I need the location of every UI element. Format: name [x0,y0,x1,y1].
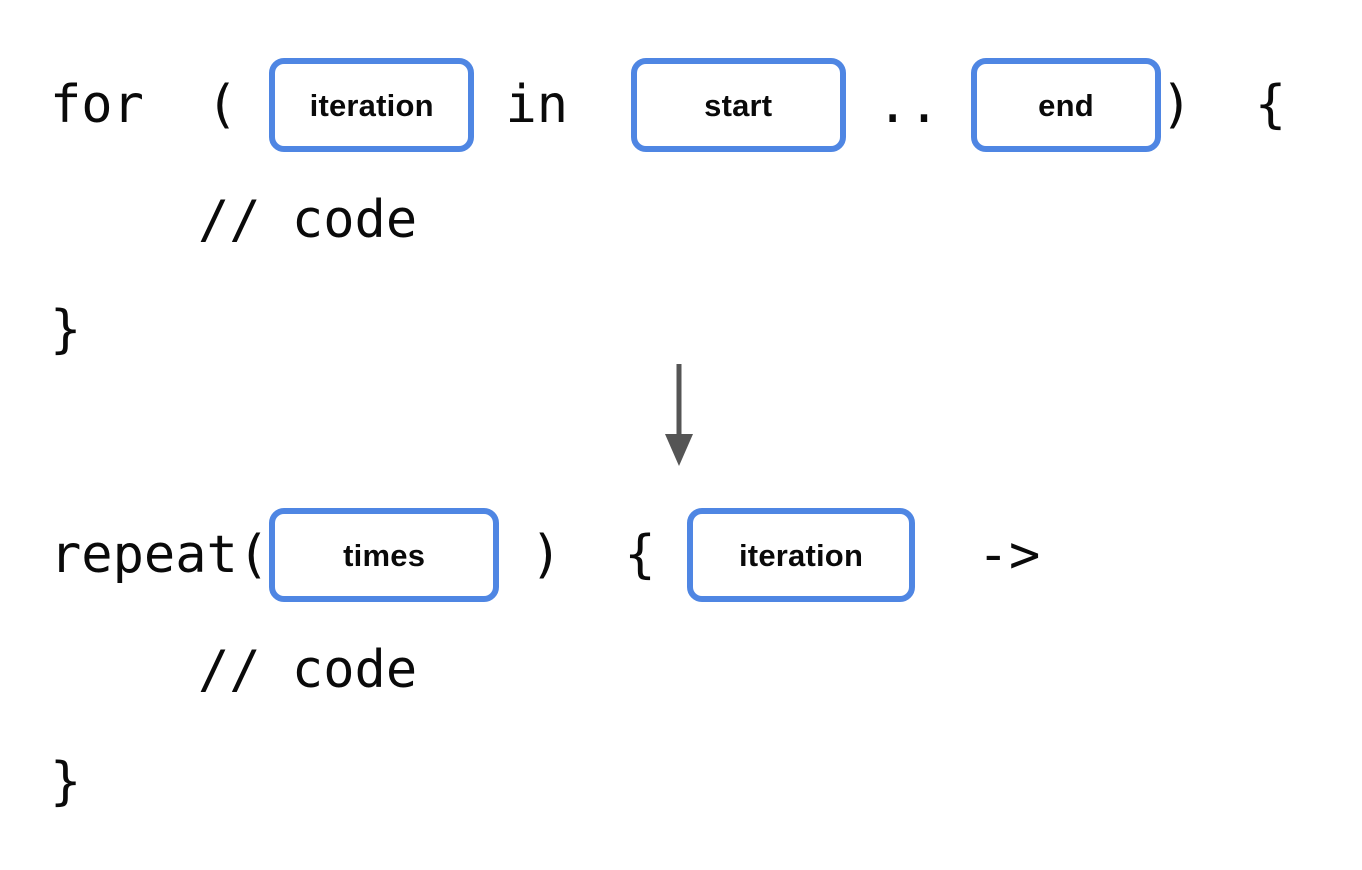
close-paren-token-2: ) [530,525,562,585]
space-token-4 [568,79,631,131]
space-token-10 [656,529,687,581]
repeat-function-token: repeat( [50,525,270,585]
in-keyword: in [505,75,569,135]
slot-times-count[interactable]: times [269,508,500,602]
repeat-closing-brace: } [50,752,81,812]
space-token-7 [1192,79,1255,131]
repeat-body-comment: // code [198,640,417,700]
open-brace-token: { [1254,75,1287,135]
for-loop-signature-line: for ( iteration in start .. end ) { [50,58,1286,152]
slot-range-start[interactable]: start [630,58,846,152]
slot-iteration-variable[interactable]: iteration [269,58,475,152]
slot-range-end[interactable]: end [970,58,1161,152]
lambda-arrow-token: -> [977,525,1041,585]
space-token-5 [846,79,877,131]
space-token-11 [915,529,978,581]
for-loop-closing-brace: } [50,300,81,360]
code-comment-text: // code [198,190,418,250]
for-keyword: for [50,75,144,135]
repeat-signature-line: repeat( times ) { iteration -> [50,508,1040,602]
space-token-1 [144,79,207,131]
close-brace-token: } [50,300,82,360]
space-token-9 [562,529,625,581]
range-operator-token: .. [877,75,940,135]
for-loop-body-comment: // code [198,190,417,250]
close-paren-token: ) [1160,75,1193,135]
space-token-2 [238,79,269,131]
space-token-6 [940,79,971,131]
space-token-3 [474,79,505,131]
close-brace-token-2: } [50,752,82,812]
space-token-8 [499,529,530,581]
open-paren-token: ( [206,75,238,135]
code-comment-text-2: // code [198,640,418,700]
downward-transformation-arrow [660,362,700,470]
open-brace-token-2: { [624,525,656,585]
slot-iteration-variable-2[interactable]: iteration [687,508,916,602]
